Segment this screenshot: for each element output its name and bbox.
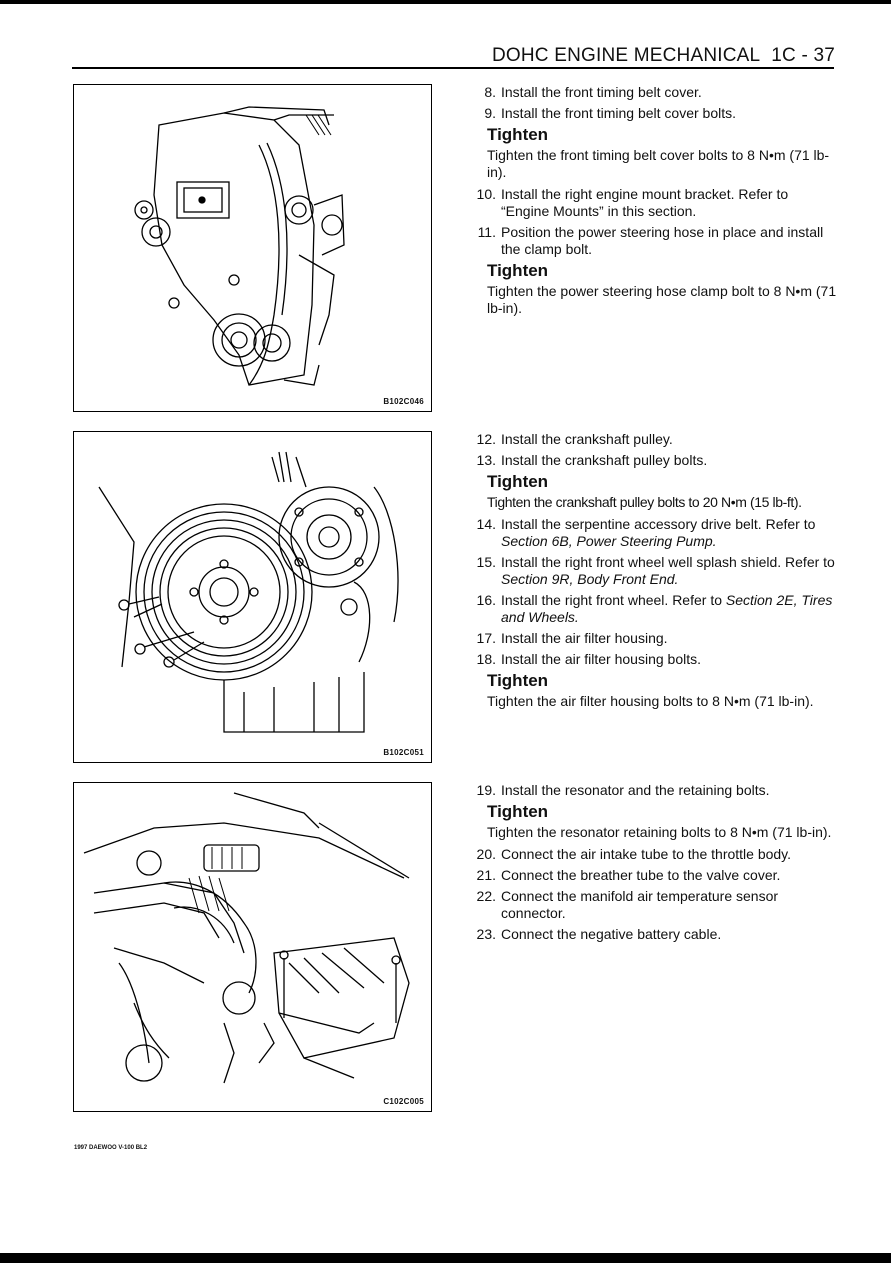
- step-number: 16.: [476, 592, 496, 608]
- step-text: Connect the manifold air temperature sen…: [501, 888, 779, 921]
- figure-code-1: B102C046: [383, 397, 424, 406]
- step-number: 20.: [476, 846, 496, 862]
- step-number: 11.: [477, 224, 496, 240]
- top-border: [0, 0, 891, 4]
- step-text: Install the air filter housing.: [501, 630, 668, 646]
- section-reference: Section 2E, Tires and Wheels.: [501, 592, 833, 625]
- crankshaft-pulley-illustration: [98, 451, 399, 733]
- step-text: Install the crankshaft pulley.: [501, 431, 673, 447]
- step-text: Install the right front wheel. Refer to: [501, 592, 722, 608]
- step-number: 12.: [476, 431, 496, 447]
- instructions-block-1: 8. Install the front timing belt cover. 9…: [468, 84, 838, 322]
- tighten-text: Tighten the front timing belt cover bolt…: [487, 147, 830, 180]
- step-number: 14.: [476, 516, 496, 532]
- step-text: Install the resonator and the retaining …: [501, 782, 770, 798]
- section-reference: Section 9R, Body Front End.: [501, 571, 679, 587]
- tighten-heading: Tighten: [487, 802, 549, 821]
- step-text: Install the front timing belt cover bolt…: [501, 105, 736, 121]
- step-19: 19. Install the resonator and the retaini…: [468, 782, 838, 799]
- bottom-border: [0, 1253, 891, 1263]
- step-text: Install the air filter housing bolts.: [501, 651, 701, 667]
- step-12: 12. Install the crankshaft pulley.: [468, 431, 838, 448]
- step-text: Install the right front wheel well splas…: [501, 554, 835, 570]
- step-14: 14. Install the serpentine accessory driv…: [468, 516, 838, 550]
- figure-crankshaft-pulley: B102C051: [73, 431, 432, 763]
- step-number: 8.: [484, 84, 496, 100]
- timing-belt-cover-illustration: [134, 106, 345, 386]
- instructions-block-3: 19. Install the resonator and the retaini…: [468, 782, 838, 947]
- step-11: 11. Position the power steering hose in p…: [468, 224, 838, 258]
- step-number: 19.: [476, 782, 496, 798]
- step-number: 18.: [476, 651, 496, 667]
- step-22: 22. Connect the manifold air temperature …: [468, 888, 838, 922]
- step-text: Connect the negative battery cable.: [501, 926, 722, 942]
- tighten-text: Tighten the crankshaft pulley bolts to 2…: [487, 494, 802, 510]
- tighten-heading: Tighten: [487, 125, 549, 144]
- step-23: 23. Connect the negative battery cable.: [468, 926, 838, 943]
- figure-code-2: B102C051: [383, 748, 424, 757]
- step-text: Connect the air intake tube to the throt…: [501, 846, 792, 862]
- page-number: 1C - 37: [771, 45, 835, 66]
- instructions-block-2: 12. Install the crankshaft pulley. 13. Ins…: [468, 431, 838, 715]
- step-text: Connect the breather tube to the valve c…: [501, 867, 781, 883]
- page-header: DOHC ENGINE MECHANICAL 1C - 37: [492, 45, 835, 67]
- tighten-heading: Tighten: [487, 261, 549, 280]
- section-reference: Section 6B, Power Steering Pump.: [501, 533, 717, 549]
- tighten-heading: Tighten: [487, 472, 549, 491]
- tighten-heading: Tighten: [487, 671, 549, 690]
- step-text: Install the crankshaft pulley bolts.: [501, 452, 708, 468]
- figure-resonator-air-intake: C102C005: [73, 782, 432, 1112]
- step-number: 9.: [484, 105, 496, 121]
- step-text: Install the serpentine accessory drive b…: [501, 516, 816, 532]
- step-number: 22.: [476, 888, 496, 904]
- step-8: 8. Install the front timing belt cover.: [468, 84, 838, 101]
- step-9: 9. Install the front timing belt cover bo…: [468, 105, 838, 122]
- step-16: 16. Install the right front wheel. Refer …: [468, 592, 838, 626]
- step-20: 20. Connect the air intake tube to the th…: [468, 846, 838, 863]
- header-title: DOHC ENGINE MECHANICAL: [491, 45, 761, 66]
- step-17: 17. Install the air filter housing.: [468, 630, 838, 647]
- step-number: 23.: [476, 926, 496, 942]
- step-21: 21. Connect the breather tube to the valv…: [468, 867, 838, 884]
- step-text: Install the front timing belt cover.: [501, 84, 702, 100]
- tighten-text: Tighten the air filter housing bolts to …: [487, 693, 814, 709]
- figure-timing-belt-cover: B102C046: [73, 84, 432, 412]
- step-text: Position the power steering hose in plac…: [501, 224, 824, 257]
- header-rule: [72, 67, 834, 69]
- step-18: 18. Install the air filter housing bolts.: [468, 651, 838, 668]
- step-text: Install the right engine mount bracket. …: [501, 186, 789, 219]
- step-10: 10. Install the right engine mount bracke…: [468, 186, 838, 220]
- figure-code-3: C102C005: [383, 1097, 424, 1106]
- step-13: 13. Install the crankshaft pulley bolts.: [468, 452, 838, 469]
- step-15: 15. Install the right front wheel well sp…: [468, 554, 838, 588]
- tighten-text: Tighten the resonator retaining bolts to…: [487, 824, 832, 840]
- step-number: 17.: [476, 630, 496, 646]
- step-number: 15.: [476, 554, 496, 570]
- tighten-text: Tighten the power steering hose clamp bo…: [487, 283, 837, 316]
- page-footer: 1997 DAEWOO V-100 BL2: [74, 1145, 148, 1151]
- resonator-illustration: [83, 792, 410, 1084]
- step-number: 13.: [476, 452, 496, 468]
- step-number: 21.: [476, 867, 496, 883]
- step-number: 10.: [476, 186, 496, 202]
